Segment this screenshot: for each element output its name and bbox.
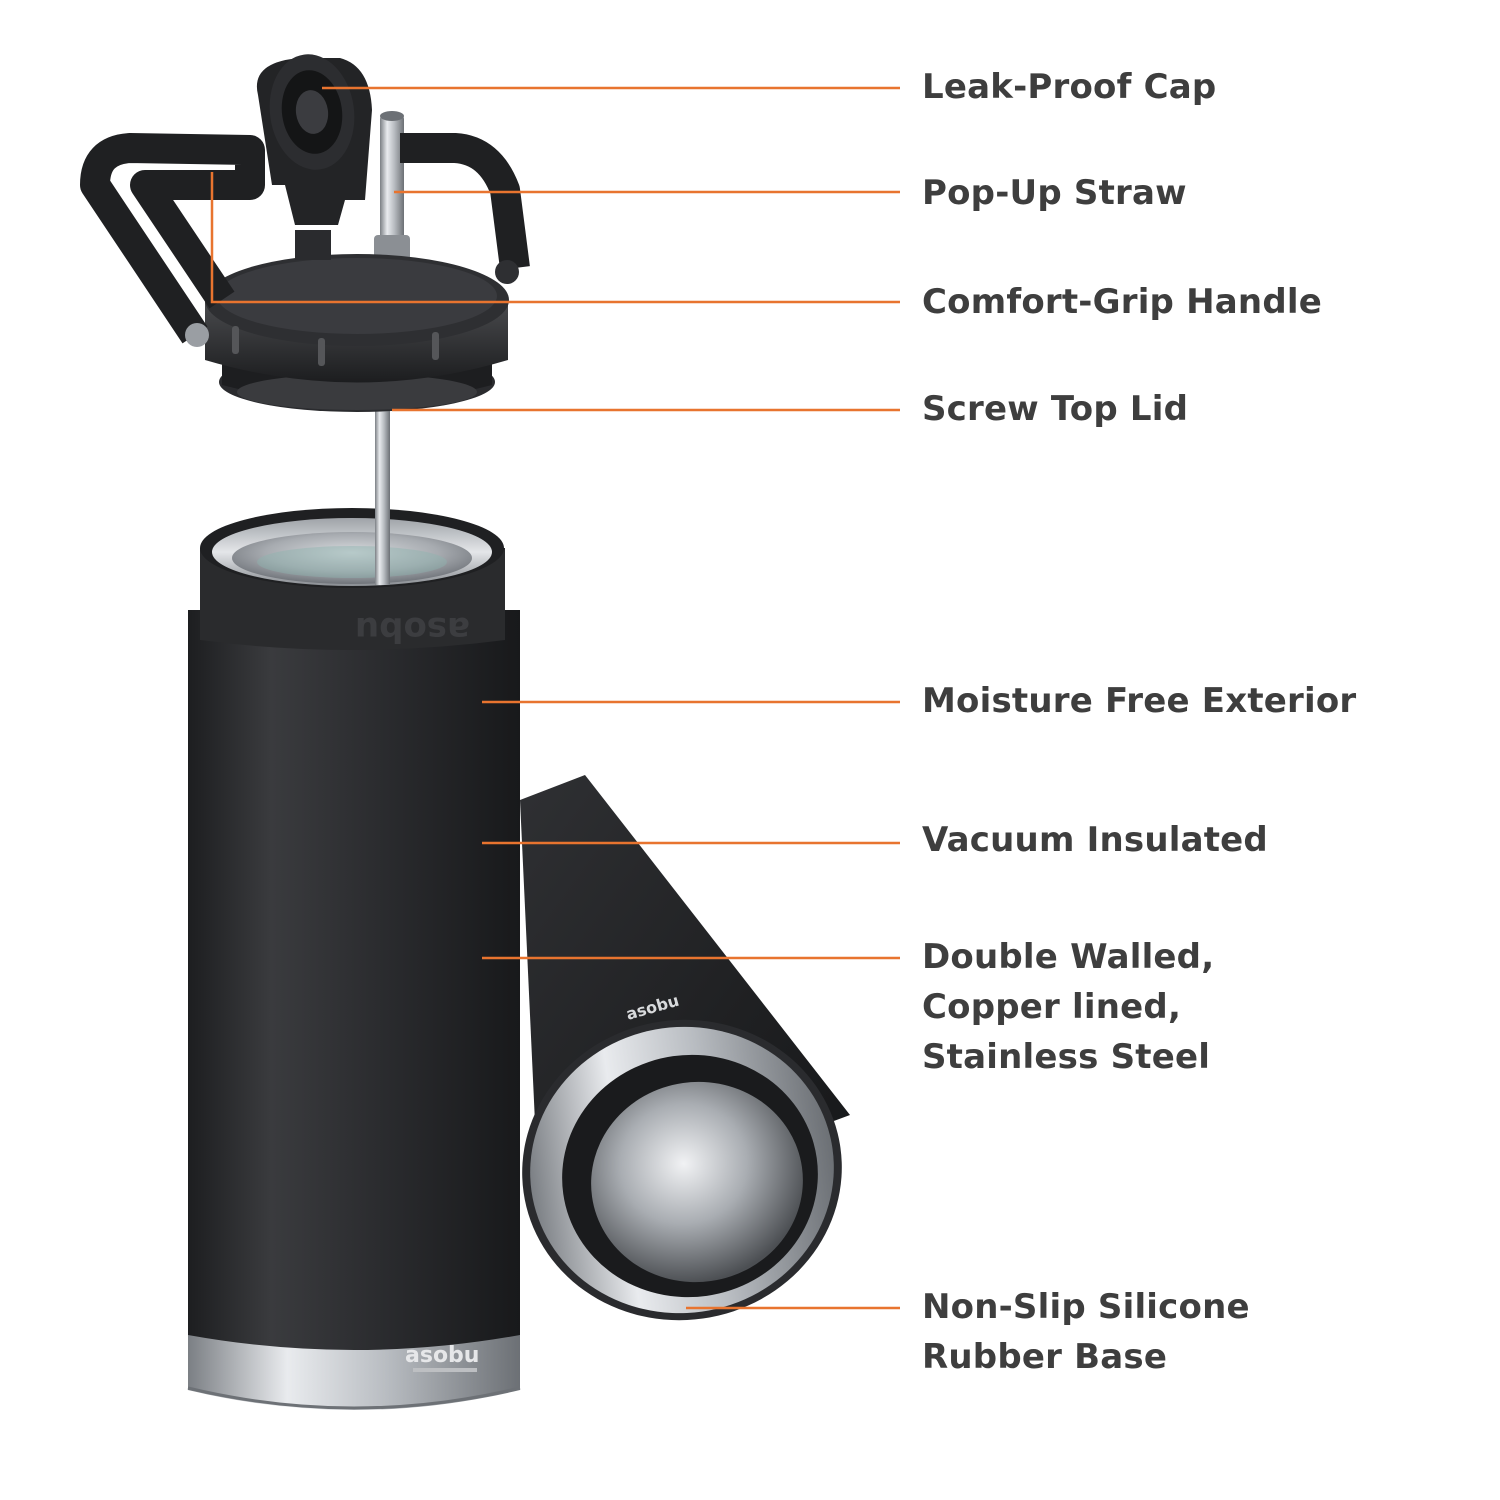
label-vacuum-insulated: Vacuum Insulated [922, 815, 1268, 865]
standing-bottle: asobu asobu [187, 508, 521, 1410]
label-comfort-grip-handle: Comfort-Grip Handle [922, 277, 1322, 327]
label-non-slip-base: Non-Slip Silicone Rubber Base [922, 1282, 1250, 1382]
label-line: Leak-Proof Cap [922, 67, 1217, 107]
lying-bottle: asobu [520, 775, 850, 1321]
label-pop-up-straw: Pop-Up Straw [922, 168, 1187, 218]
lid-assembly [80, 54, 530, 412]
label-line: Screw Top Lid [922, 389, 1189, 429]
label-line: Comfort-Grip Handle [922, 282, 1322, 322]
label-screw-top-lid: Screw Top Lid [922, 384, 1188, 434]
label-line: Non-Slip Silicone [922, 1287, 1250, 1327]
label-line: Stainless Steel [922, 1037, 1211, 1077]
collar-embossed-logo: asobu [355, 609, 470, 649]
label-line: Copper lined, [922, 987, 1182, 1027]
standing-bottle-logo: asobu [405, 1343, 479, 1368]
leader-lines [210, 86, 900, 1310]
leader-line-comfort-grip-handle [210, 172, 900, 304]
label-double-walled: Double Walled, Copper lined, Stainless S… [922, 932, 1214, 1082]
label-line: Vacuum Insulated [922, 820, 1268, 860]
label-line: Pop-Up Straw [922, 173, 1187, 213]
label-line: Rubber Base [922, 1337, 1168, 1377]
label-moisture-free-exterior: Moisture Free Exterior [922, 676, 1356, 726]
label-leak-proof-cap: Leak-Proof Cap [922, 62, 1216, 112]
label-line: Double Walled, [922, 937, 1215, 977]
label-line: Moisture Free Exterior [922, 681, 1357, 721]
